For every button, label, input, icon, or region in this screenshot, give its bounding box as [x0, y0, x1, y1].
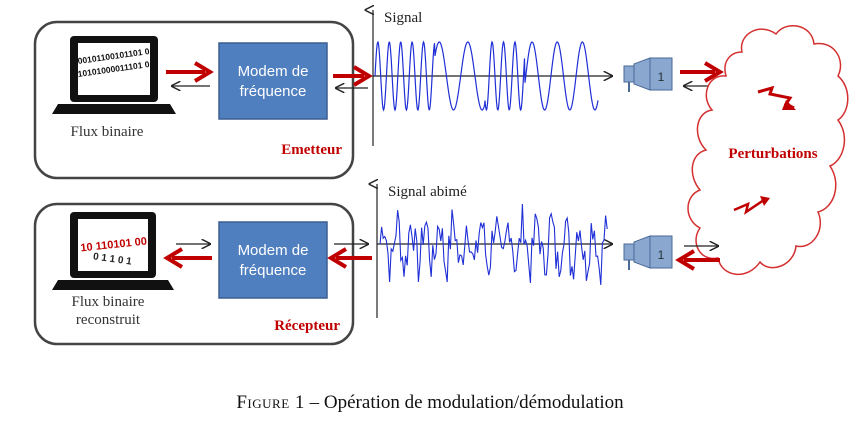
perturbation-cloud — [687, 24, 849, 276]
red-arrow-icon — [333, 65, 373, 87]
receiver-modem-box — [218, 221, 328, 299]
red-arrow-icon — [680, 61, 724, 83]
caption-separator: – — [304, 392, 324, 413]
noisy-signal-wave — [379, 203, 608, 285]
clean-signal-wave — [374, 40, 599, 112]
laptop-icon: 10 110101 00 0 1 1 0 1 — [52, 212, 174, 290]
receiver-computer-label-line1: Flux binaire — [72, 294, 145, 310]
emitter-modem-label-line2: fréquence — [240, 83, 307, 100]
lightning-icon — [733, 196, 770, 215]
receiver-modem-label-line2: fréquence — [240, 262, 307, 279]
receiver-role-label: Récepteur — [274, 318, 340, 334]
cloud-label: Perturbations — [728, 146, 817, 162]
emitter-computer-label: Flux binaire — [71, 124, 144, 140]
red-arrow-icon — [675, 249, 720, 271]
laptop-icon: 00101100101101 0 10101000011101 0 — [52, 36, 176, 114]
top-signal-label: Signal — [384, 10, 422, 26]
red-arrow-icon — [166, 61, 214, 83]
antenna-icon: 1 — [623, 235, 673, 270]
emitter-modem-box — [218, 42, 328, 120]
emitter-modem-label-line1: Modem de — [238, 63, 309, 80]
receiver-computer-label-line2: reconstruit — [76, 312, 141, 328]
lightning-icon — [757, 85, 796, 110]
svg-text:0 1 1 0 1: 0 1 1 0 1 — [92, 251, 133, 267]
figure-number: Figure 1 — [236, 392, 305, 413]
figure-caption: Figure 1 – Opération de modulation/démod… — [0, 392, 860, 414]
antenna-number: 1 — [658, 248, 665, 262]
antenna-icon: 1 — [623, 57, 673, 92]
red-arrow-icon — [327, 247, 372, 269]
caption-text: Opération de modulation/démodulation — [323, 392, 624, 413]
antenna-number: 1 — [658, 70, 665, 84]
emitter-role-label: Emetteur — [281, 142, 342, 158]
bottom-signal-label: Signal abimé — [388, 184, 467, 200]
receiver-modem-label-line1: Modem de — [238, 242, 309, 259]
red-arrow-icon — [163, 247, 212, 269]
